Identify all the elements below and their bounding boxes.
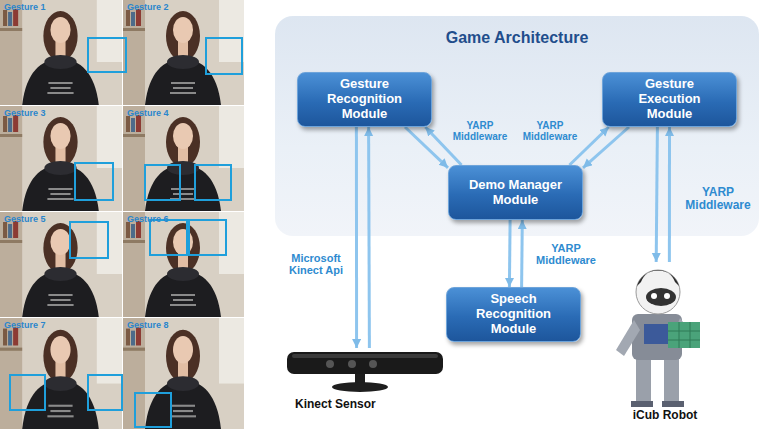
gesture-caption: Gesture 4 <box>127 109 169 119</box>
connector-label: Microsoft Kinect Api <box>280 252 352 276</box>
middleware-arrow <box>520 220 524 287</box>
gesture-caption: Gesture 7 <box>4 321 46 331</box>
hand-box <box>206 38 242 74</box>
gesture-photo <box>123 0 244 105</box>
hand-box <box>75 163 113 200</box>
robot-foot <box>631 401 653 407</box>
module-label: Gesture Recognition Module <box>313 77 417 121</box>
green-block <box>668 322 700 348</box>
icub-robot: iCub Robot <box>592 262 738 425</box>
module-box: Demo Manager Module <box>448 165 583 220</box>
block-grid <box>668 322 700 348</box>
gesture-photo <box>0 0 122 105</box>
panel-title: Game Architecture <box>275 16 759 47</box>
gesture-photo <box>0 212 122 317</box>
gesture-photo <box>0 106 122 211</box>
icub-robot-picture <box>616 270 700 407</box>
module-label: Speech Recognition Module <box>462 292 566 336</box>
gesture-caption: Gesture 1 <box>4 3 46 13</box>
hand-box <box>10 375 45 410</box>
robot-eye <box>664 293 670 299</box>
kinect-lens <box>326 360 334 368</box>
hand-box <box>88 38 126 72</box>
robot-foot <box>662 401 684 407</box>
kinect-base <box>332 382 388 392</box>
device-label: Kinect Sensor <box>283 398 443 414</box>
middleware-arrow <box>508 220 512 287</box>
hand-box <box>88 375 122 410</box>
kinect-lens <box>348 360 356 368</box>
robot-arm <box>616 320 640 356</box>
gesture-photo <box>0 318 122 429</box>
connector-label: YARP Middleware <box>517 120 583 142</box>
gesture-photo <box>123 106 244 211</box>
robot-eye <box>651 293 657 299</box>
gesture-photo <box>123 212 244 317</box>
middleware-arrow <box>668 127 671 262</box>
gesture-photos <box>0 0 244 429</box>
connector-label: YARP Middleware <box>447 120 513 142</box>
robot-leg <box>664 358 679 404</box>
gesture-caption: Gesture 3 <box>4 109 46 119</box>
hand-box <box>150 220 187 255</box>
module-box: Gesture Recognition Module <box>297 72 432 127</box>
middleware-arrow <box>405 127 448 168</box>
kinect-highlight <box>292 354 438 358</box>
hand-box <box>145 165 180 200</box>
module-label: Gesture Execution Module <box>618 77 722 121</box>
device-label: iCub Robot <box>592 409 738 425</box>
module-box: Speech Recognition Module <box>446 287 581 342</box>
gesture-caption: Gesture 6 <box>127 215 169 225</box>
kinect-lens <box>369 360 377 368</box>
robot-cap <box>637 270 679 286</box>
middleware-arrow <box>656 127 657 262</box>
kinect-sensor: Kinect Sensor <box>283 348 443 414</box>
module-label: Demo Manager Module <box>464 178 568 207</box>
kinect-body <box>287 352 443 374</box>
connector-label: YARP Middleware <box>530 242 602 266</box>
hand-box <box>189 220 226 255</box>
connector-label: YARP Middleware <box>680 186 756 212</box>
robot-chest <box>644 324 668 344</box>
gesture-caption: Gesture 8 <box>127 321 169 331</box>
hand-box <box>195 165 231 200</box>
middleware-arrow <box>583 127 629 168</box>
hand-boxes <box>10 38 242 427</box>
robot-head <box>636 270 680 314</box>
module-box: Gesture Execution Module <box>602 72 737 127</box>
robot-face <box>646 288 676 306</box>
middleware-arrow <box>367 127 371 348</box>
hand-box <box>70 222 108 258</box>
gesture-caption: Gesture 2 <box>127 3 169 13</box>
robot-leg <box>636 358 651 404</box>
gesture-caption: Gesture 5 <box>4 215 46 225</box>
hand-box <box>135 393 171 427</box>
middleware-arrow <box>355 127 358 348</box>
kinect-sensor-picture <box>287 352 443 392</box>
gesture-photo <box>123 318 244 429</box>
